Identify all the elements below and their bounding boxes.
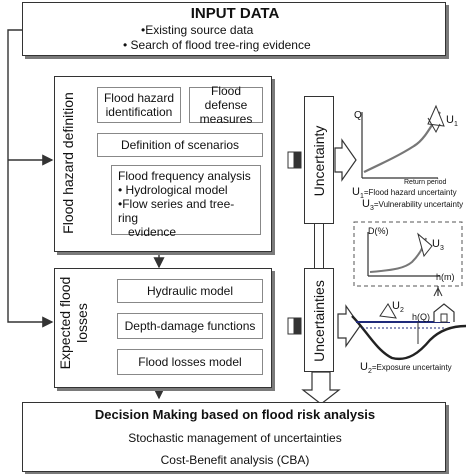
uncertainties-label: Uncertainties bbox=[311, 280, 327, 362]
input-data-item: • Search of flood tree-ring evidence bbox=[123, 38, 311, 52]
uncertainty-column: Uncertainty bbox=[304, 96, 334, 224]
input-data-title: INPUT DATA bbox=[190, 5, 280, 22]
losses-uncertainty-connector bbox=[287, 317, 302, 335]
decision-making-box: Decision Making based on flood risk anal… bbox=[22, 402, 446, 472]
losses-model-text: Flood losses model bbox=[138, 355, 242, 369]
graph1-ylabel: Q bbox=[354, 110, 362, 121]
hazard-identification-box: Flood hazard identification bbox=[97, 87, 181, 123]
hazard-uncertainty-hollow-arrow bbox=[334, 138, 357, 182]
hazard-definition-box: Flood hazard definition Flood hazard ide… bbox=[54, 76, 272, 252]
scenarios-text: Definition of scenarios bbox=[120, 138, 240, 152]
graph2-curve-label: U3 bbox=[432, 238, 444, 253]
scenarios-box: Definition of scenarios bbox=[97, 133, 263, 157]
graph1-caption-u1: U1=Flood hazard uncertainty bbox=[352, 186, 457, 201]
graph1-plot bbox=[361, 104, 445, 179]
hydraulic-model-text: Hydraulic model bbox=[146, 284, 234, 298]
input-data-box: INPUT DATA •Existing source data • Searc… bbox=[22, 2, 446, 56]
graph1-xlabel: Return period bbox=[404, 179, 447, 186]
flood-losses-label-line2: losses bbox=[74, 303, 90, 343]
graph3-caption: U2=Exposure uncertainty bbox=[360, 361, 452, 376]
depth-damage-box: Depth-damage functions bbox=[117, 313, 263, 339]
input-left-connector bbox=[7, 29, 54, 328]
uncertainty-label: Uncertainty bbox=[311, 125, 327, 197]
hazard-definition-label: Flood hazard definition bbox=[60, 92, 76, 234]
graph3-u2-label: U2 bbox=[392, 300, 404, 315]
uncertainties-column: Uncertainties bbox=[304, 268, 334, 372]
hazard-uncertainty-connector bbox=[287, 151, 302, 169]
graph3-plot bbox=[351, 303, 467, 361]
defense-measures-text: Flood defense measures bbox=[199, 84, 253, 126]
uncertainty-down-hollow-arrow bbox=[301, 371, 341, 405]
graph2-xlabel: h(m) bbox=[436, 272, 455, 282]
flood-losses-box: Expected flood losses Hydraulic model De… bbox=[54, 268, 272, 388]
graph2-plot bbox=[353, 221, 463, 297]
input-data-item: •Existing source data bbox=[141, 23, 254, 37]
graph1-curve-label: U1 bbox=[446, 114, 458, 129]
uncertainty-link bbox=[314, 224, 324, 268]
frequency-analysis-item: evidence bbox=[128, 225, 177, 239]
frequency-analysis-box: Flood frequency analysis • Hydrological … bbox=[111, 165, 261, 239]
graph3-h-label: h(Q) bbox=[412, 312, 430, 322]
losses-uncertainty-hollow-arrow bbox=[337, 304, 361, 348]
frequency-analysis-item: •Flow series and tree-ring bbox=[118, 197, 235, 225]
depth-damage-text: Depth-damage functions bbox=[124, 319, 256, 333]
decision-title: Decision Making based on flood risk anal… bbox=[94, 407, 376, 422]
defense-measures-box: Flood defense measures bbox=[189, 84, 263, 126]
graph2-ylabel: D(%) bbox=[368, 226, 389, 236]
hazard-identification-text: Flood hazard identification bbox=[103, 91, 175, 119]
decision-item: Stochastic management of uncertainties bbox=[128, 431, 342, 445]
decision-item: Cost-Benefit analysis (CBA) bbox=[160, 453, 310, 467]
frequency-analysis-title: Flood frequency analysis bbox=[118, 169, 251, 183]
flood-losses-label-line1: Expected flood bbox=[57, 276, 73, 370]
frequency-analysis-item: • Hydrological model bbox=[118, 183, 228, 197]
graph1-caption-u3: U3=Vulnerability uncertainty bbox=[362, 198, 464, 213]
losses-model-box: Flood losses model bbox=[117, 349, 263, 375]
hydraulic-model-box: Hydraulic model bbox=[117, 279, 263, 303]
